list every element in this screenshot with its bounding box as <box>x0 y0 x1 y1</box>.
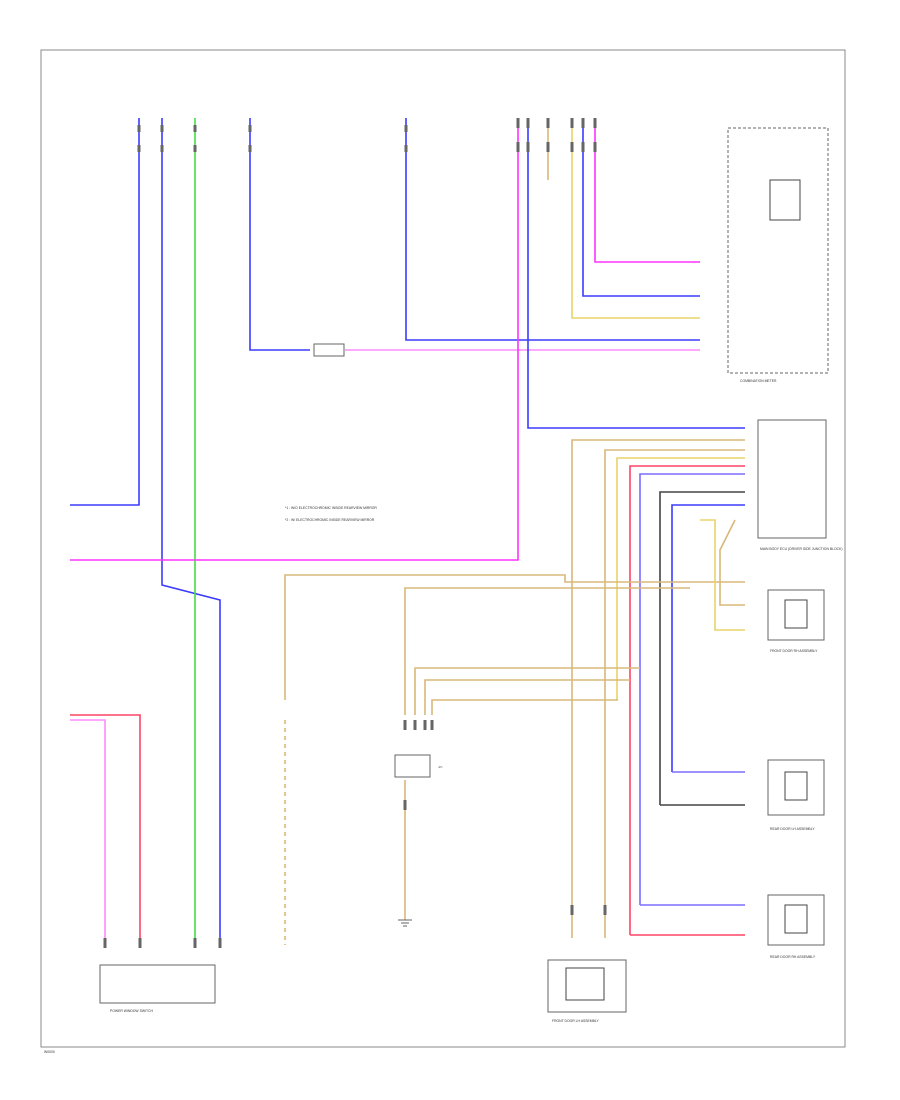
wire-blue-ecu-2 <box>671 504 745 772</box>
wire-blue-cm <box>405 118 700 341</box>
wire-yellow-door <box>700 519 745 631</box>
main-body-ecu: MAIN BODY ECU (DRIVER SIDE JUNCTION BLOC… <box>757 419 842 551</box>
rear-door-rh-label: REAR DOOR RH ASSEMBLY <box>770 955 816 959</box>
front-door-rh: FRONT DOOR RH ASSEMBLY <box>767 589 825 653</box>
wire-tan-jc-3 <box>424 679 630 715</box>
rear-door-lh-motor <box>784 771 808 801</box>
note-1: *1 : W/O ELECTROCHROMIC INSIDE REARVIEW … <box>285 506 377 510</box>
wire-dark-ecu <box>659 491 745 805</box>
front-door-rh-label: FRONT DOOR RH ASSEMBLY <box>770 649 818 653</box>
note-2: *2 : W/ ELECTROCHROMIC INSIDE REARVIEW M… <box>285 518 375 522</box>
main-body-ecu-label: MAIN BODY ECU (DRIVER SIDE JUNCTION BLOC… <box>760 547 842 551</box>
front-door-rh-motor <box>784 599 808 629</box>
wire-tan-jc <box>404 587 690 715</box>
wire-pink-long <box>70 118 519 561</box>
front-door-lh: FRONT DOOR LH ASSEMBLY <box>547 959 627 1023</box>
relay-box <box>769 179 801 221</box>
wire-group <box>70 118 745 945</box>
wire-violet-ecu <box>639 473 745 905</box>
wire-blue-cm2 <box>582 118 700 297</box>
rear-door-lh: REAR DOOR LH ASSEMBLY <box>767 759 825 831</box>
wire-pink-cm <box>594 118 700 263</box>
wire-tan-jc-4 <box>431 699 618 715</box>
fuse-body <box>313 343 345 357</box>
combination-meter-box <box>727 127 829 374</box>
diagram-border <box>40 49 846 1048</box>
wire-blue-left-2 <box>161 118 221 945</box>
wire-red-door-lh <box>70 714 141 945</box>
power-window-switch: POWER WINDOW SWITCH <box>99 964 216 1013</box>
wire-tan-door <box>719 519 745 606</box>
front-door-lh-box <box>547 959 627 1013</box>
footer-code: W0000 <box>44 1050 55 1054</box>
front-door-lh-motor <box>565 967 605 1001</box>
wire-blue-ecu <box>527 118 745 429</box>
rear-door-lh-box <box>767 759 825 816</box>
wire-yellow-cm <box>571 118 700 319</box>
combination-meter: COMBINATION METER <box>727 127 829 383</box>
power-window-switch-box <box>99 964 216 1004</box>
junction-connector: J/C <box>394 754 443 778</box>
fuse <box>313 343 345 357</box>
junction-connector-label: J/C <box>438 765 443 769</box>
rear-door-rh-motor <box>784 904 808 934</box>
rear-door-rh: REAR DOOR RH ASSEMBLY <box>767 894 825 959</box>
ground-symbol <box>398 919 412 927</box>
connector-pins <box>103 118 607 948</box>
wire-yellow-ecu <box>616 457 745 700</box>
front-door-rh-box <box>767 589 825 641</box>
power-window-switch-label: POWER WINDOW SWITCH <box>110 1009 153 1013</box>
wire-tan-ecu-2 <box>604 449 745 938</box>
rear-door-lh-label: REAR DOOR LH ASSEMBLY <box>770 827 815 831</box>
main-body-ecu-box <box>757 419 827 539</box>
wire-tan-jc-2 <box>414 667 640 715</box>
wire-tan-ecu-1 <box>571 439 745 938</box>
combination-meter-label: COMBINATION METER <box>740 379 777 383</box>
junction-connector-box <box>394 754 431 778</box>
wire-tan-long <box>284 574 745 700</box>
wire-pink-door-lh <box>70 719 106 945</box>
wire-blue-left <box>70 118 140 506</box>
front-door-lh-label: FRONT DOOR LH ASSEMBLY <box>552 1019 600 1023</box>
wire-blue-fuse <box>249 118 310 351</box>
wire-red-ecu <box>629 465 745 935</box>
rear-door-rh-box <box>767 894 825 946</box>
